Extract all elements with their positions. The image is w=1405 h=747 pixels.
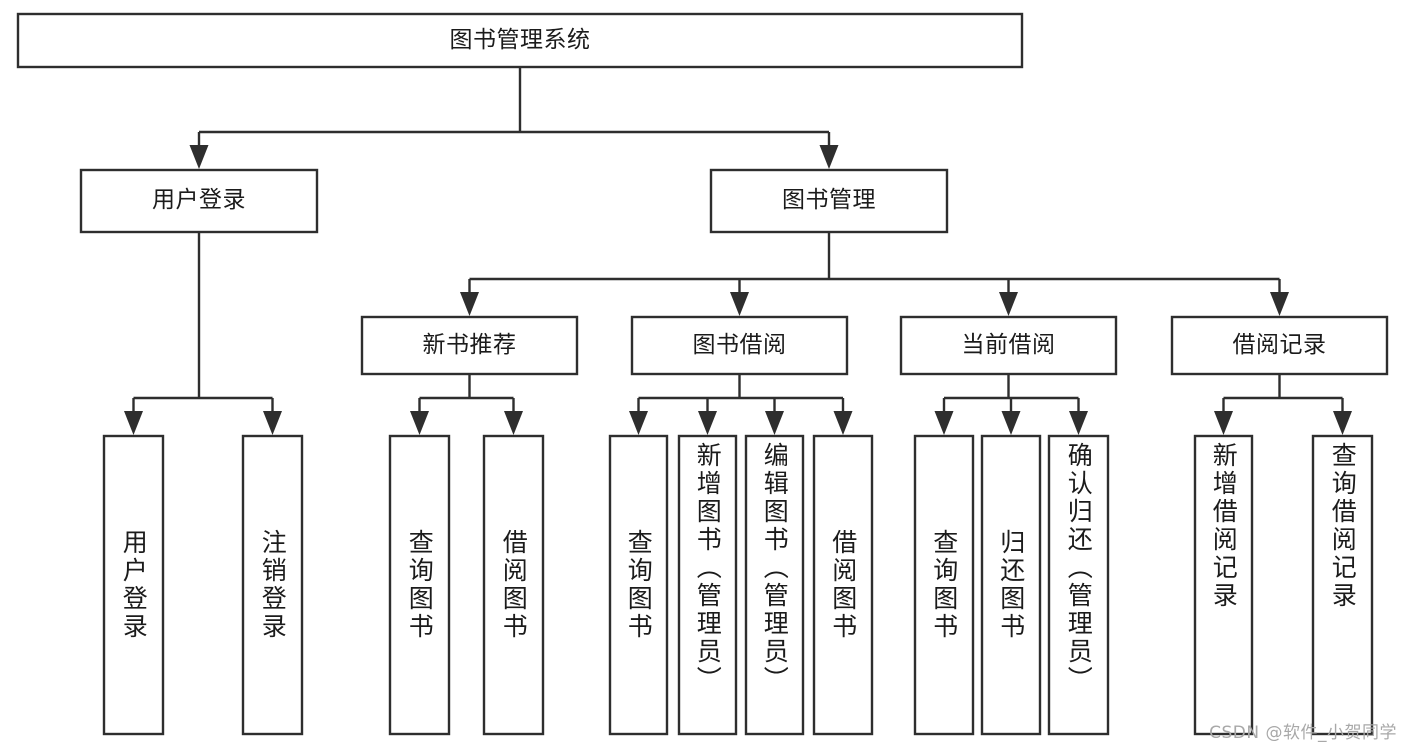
node-box-leaf-logout[interactable] [241, 434, 304, 736]
connector-group-borrow-record [1214, 374, 1352, 435]
arrow-head-icon [999, 292, 1018, 316]
node-box-book-borrow[interactable] [630, 315, 849, 376]
connector-group-new-book-rec [410, 374, 523, 435]
node-box-leaf-borrow-2[interactable] [812, 434, 874, 736]
node-box-leaf-query-rec[interactable] [1311, 434, 1374, 736]
arrow-head-icon [1214, 411, 1233, 435]
arrow-head-icon [629, 411, 648, 435]
connector-group-current-borrow [934, 374, 1088, 435]
arrow-head-icon [833, 411, 853, 435]
arrow-head-icon [1333, 411, 1352, 435]
node-box-leaf-query-2[interactable] [608, 434, 669, 736]
watermark-text: CSDN @软件_小贺同学 [1209, 723, 1397, 743]
node-box-root[interactable] [16, 12, 1024, 69]
arrow-head-icon [460, 292, 479, 316]
arrow-head-icon [934, 411, 954, 435]
node-layer [16, 12, 1389, 736]
arrow-head-icon [1001, 411, 1021, 435]
arrow-head-icon [1069, 411, 1088, 435]
node-box-user-login[interactable] [79, 168, 319, 234]
node-box-leaf-return[interactable] [980, 434, 1042, 736]
node-box-leaf-query-3[interactable] [913, 434, 975, 736]
node-box-leaf-confirm[interactable] [1047, 434, 1110, 736]
arrow-head-icon [410, 411, 429, 435]
arrow-head-icon [698, 411, 717, 435]
arrow-head-icon [189, 145, 209, 169]
node-box-leaf-add-book[interactable] [677, 434, 738, 736]
node-box-borrow-record[interactable] [1170, 315, 1389, 376]
connector-group-book-borrow [629, 374, 853, 435]
arrow-head-icon [124, 411, 143, 435]
connector-group-root [189, 67, 839, 169]
node-box-leaf-edit-book[interactable] [744, 434, 805, 736]
node-box-current-borrow[interactable] [899, 315, 1118, 376]
node-box-leaf-add-rec[interactable] [1193, 434, 1254, 736]
arrow-head-icon [263, 411, 282, 435]
node-box-leaf-user-login[interactable] [102, 434, 165, 736]
arrow-head-icon [1270, 292, 1289, 316]
connector-layer [124, 67, 1352, 435]
arrow-head-icon [765, 411, 784, 435]
connector-group-user-login [124, 232, 282, 435]
node-box-leaf-query-1[interactable] [388, 434, 451, 736]
node-box-new-book-rec[interactable] [360, 315, 579, 376]
arrow-head-icon [504, 411, 523, 435]
node-box-book-manage[interactable] [709, 168, 949, 234]
arrow-head-icon [819, 145, 839, 169]
node-box-leaf-borrow-1[interactable] [482, 434, 545, 736]
arrow-head-icon [730, 292, 749, 316]
connector-group-book-manage [460, 232, 1289, 316]
